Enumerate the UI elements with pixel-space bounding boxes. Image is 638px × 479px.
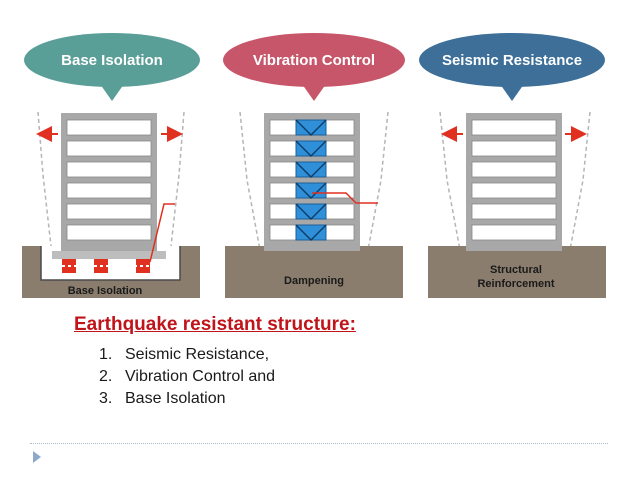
panel-seismic-resistance: Seismic Resistance Structural Reinforcem… (419, 33, 606, 298)
list-label: Vibration Control and (125, 368, 276, 385)
list-label: Seismic Resistance, (125, 346, 270, 363)
ground (428, 246, 606, 298)
bubble-shape (24, 33, 200, 87)
list-number: 2. (99, 368, 113, 385)
bubble-label: Seismic Resistance (442, 52, 582, 69)
bubble-label: Base Isolation (61, 52, 163, 69)
bubble-shape (419, 33, 605, 87)
bubble-tail (500, 84, 524, 101)
damper-column (295, 119, 327, 241)
slide-heading: Earthquake resistant structure: (74, 314, 356, 335)
building (466, 113, 562, 251)
bubble-tail (100, 84, 124, 101)
list-label: Base Isolation (125, 390, 226, 407)
ground-label-line-2: Reinforcement (477, 278, 554, 290)
speech-bubble: Vibration Control (223, 33, 405, 101)
bubble-tail (302, 84, 326, 101)
list-item: 1. Seismic Resistance, (99, 344, 275, 366)
building (52, 113, 166, 259)
bubble-shape (223, 33, 405, 87)
bubble-label: Vibration Control (253, 52, 375, 69)
isolator-callout-line (149, 203, 175, 263)
damper-braces (295, 119, 327, 241)
play-arrow-icon (33, 451, 41, 463)
panel-base-isolation: Base Isolation Base Isol (22, 33, 200, 298)
ground-label: Base Isolation (68, 285, 143, 297)
damper-callout-line (312, 192, 378, 204)
list-number: 1. (99, 346, 113, 363)
list-item: 2. Vibration Control and (99, 366, 275, 388)
sway-outline (239, 111, 389, 251)
speech-bubble: Base Isolation (24, 33, 200, 101)
ground (225, 246, 403, 298)
list-number: 3. (99, 390, 113, 407)
speech-bubble: Seismic Resistance (419, 33, 605, 101)
numbered-list: 1. Seismic Resistance, 2. Vibration Cont… (99, 344, 275, 410)
isolator-bearings (56, 259, 156, 273)
ground-label-line-1: Structural (490, 264, 542, 276)
list-item: 3. Base Isolation (99, 388, 275, 410)
panel-vibration-control: Vibration Control (223, 33, 405, 298)
slide-divider (30, 443, 608, 444)
ground-label: Dampening (284, 275, 344, 287)
